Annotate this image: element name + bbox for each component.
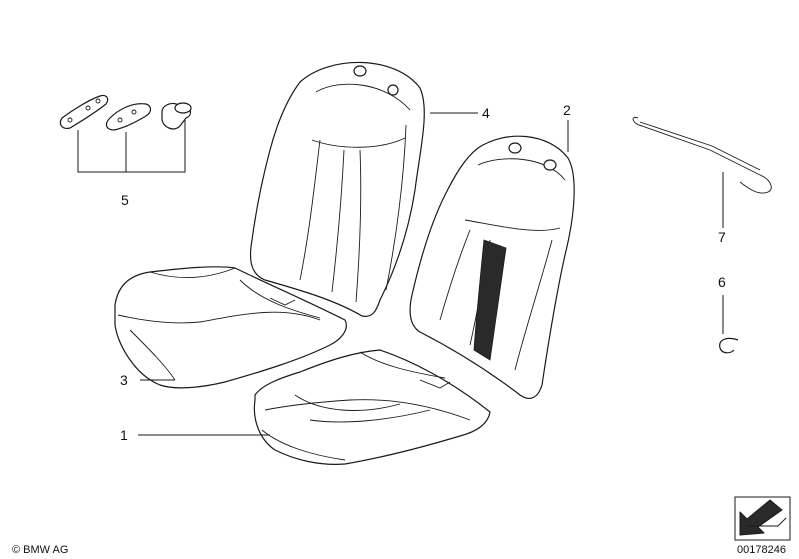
orientation-arrow-icon [734,496,791,541]
headrest-guide-hole [543,159,557,171]
wire-part-7[interactable] [632,116,772,194]
leader-lines [138,112,724,436]
seat-cushion-cover-part-3[interactable] [114,266,347,389]
callout-2: 2 [563,102,571,118]
callout-5: 5 [121,192,129,208]
headrest-guide-hole [353,65,367,77]
backrest-cover-part-2[interactable] [409,135,575,399]
bracket-middle [105,103,152,131]
callout-4: 4 [482,105,490,121]
seat-cushion-part-1[interactable] [253,349,491,465]
callout-6: 6 [718,274,726,290]
bracket-left [59,94,109,129]
backrest-cover-part-4[interactable] [249,61,425,317]
clip-part-6[interactable] [719,337,739,354]
clip-set-part-5[interactable] [59,94,192,173]
copyright-text: © BMW AG [12,544,68,556]
callout-3: 3 [120,372,128,388]
callout-1: 1 [120,427,128,443]
callout-7: 7 [718,229,726,245]
diagram-number: 00178246 [737,544,786,556]
headrest-guide-hole [508,142,522,154]
headrest-guide-hole [387,84,399,96]
